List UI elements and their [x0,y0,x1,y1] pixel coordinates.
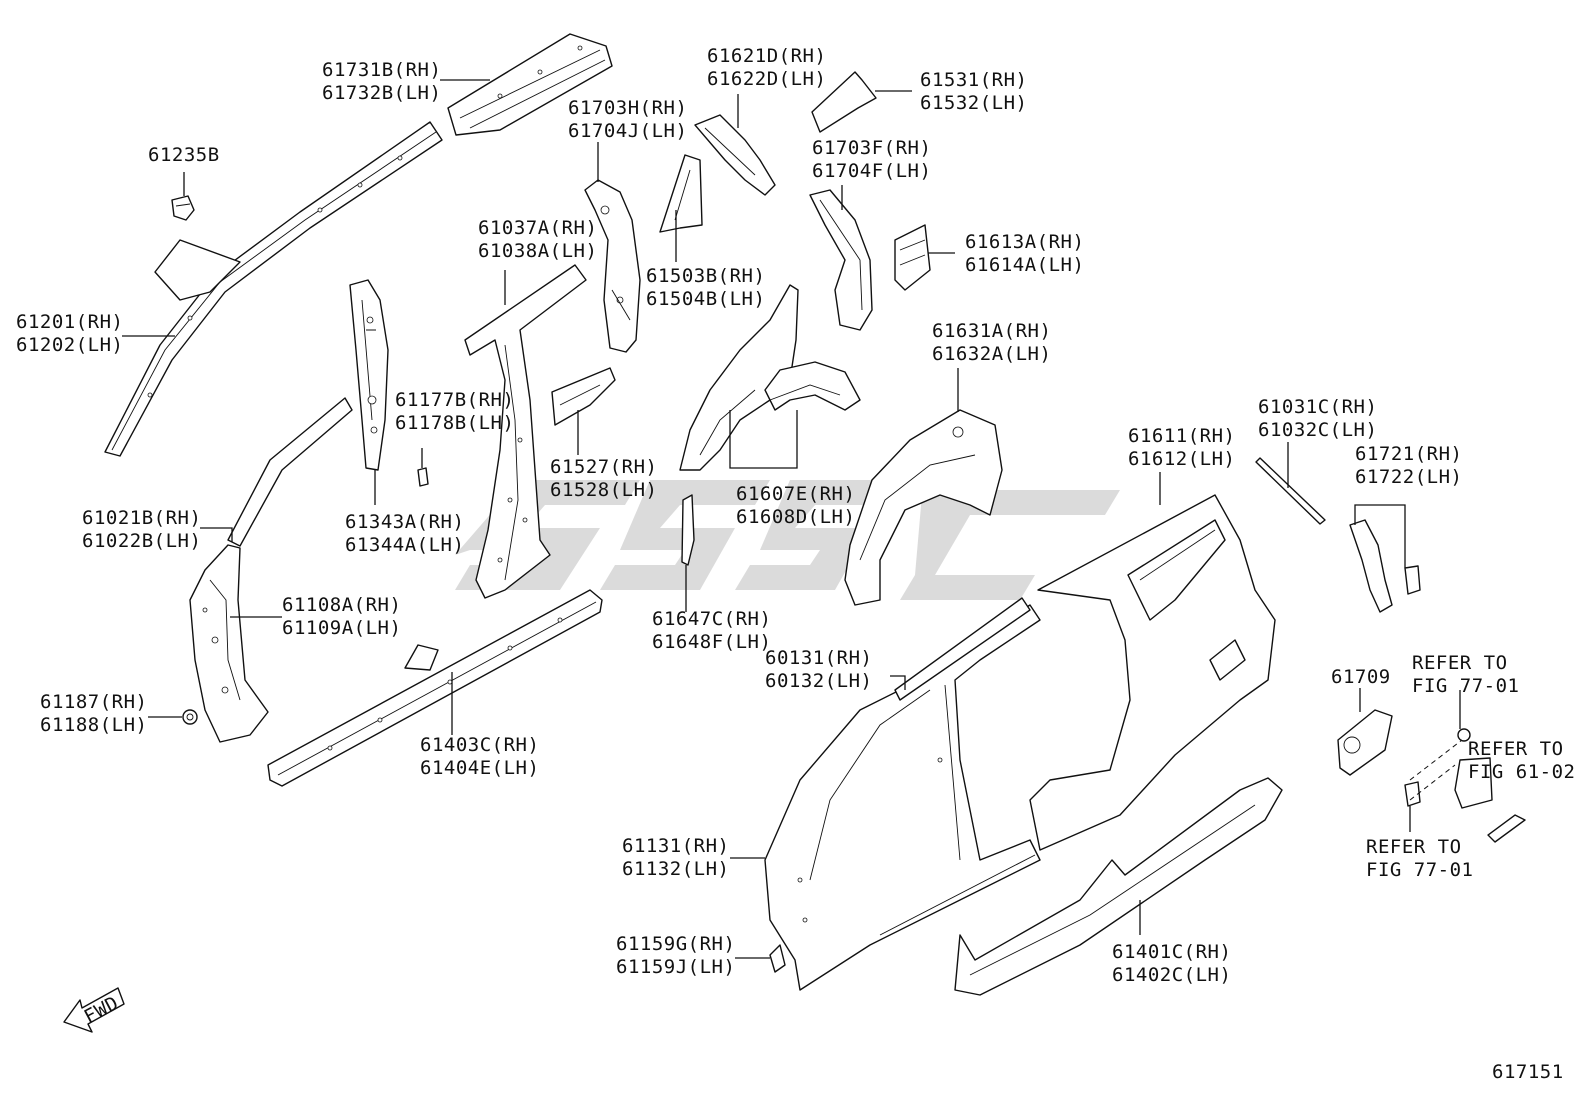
part-61709-fuel-housing [1337,709,1393,776]
label-ref3-line2: FIG 77-01 [1366,859,1473,881]
label-61503-lh: 61504B(LH) [646,288,765,310]
label-61647-lh: 61648F(LH) [652,631,771,653]
label-61177-rh: 61177B(RH) [395,389,514,411]
part-61401-rocker-outer [954,777,1283,996]
label-61703f-lh: 61704F(LH) [812,160,931,182]
part-labels: 61731B(RH) 61732B(LH) 61235B 61201(RH) 6… [16,45,1575,986]
label-60131-rh: 60131(RH) [765,647,872,669]
part-61531-gusset [811,71,877,133]
part-60131-drip-rail [894,597,1031,701]
label-61607-lh: 61608D(LH) [736,506,855,528]
part-61031-seal [1255,457,1326,525]
label-61159-lh: 61159J(LH) [616,956,735,978]
label-61611-rh: 61611(RH) [1128,425,1235,447]
label-61031-rh: 61031C(RH) [1258,396,1377,418]
part-61607-wheelhouse-inner [679,284,861,471]
label-61159-rh: 61159G(RH) [616,933,735,955]
label-61721-lh: 61722(LH) [1355,466,1462,488]
label-61703h-lh: 61704J(LH) [568,120,687,142]
label-ref1-line1: REFER TO [1412,652,1508,674]
label-61531-rh: 61531(RH) [920,69,1027,91]
part-61037-center-pillar [464,264,587,599]
label-61721-rh: 61721(RH) [1355,443,1462,465]
label-61527-lh: 61528(LH) [550,479,657,501]
label-61703h-rh: 61703H(RH) [568,97,687,119]
label-61613-lh: 61614A(LH) [965,254,1084,276]
label-61187-rh: 61187(RH) [40,691,147,713]
label-61187-lh: 61188(LH) [40,714,147,736]
fwd-arrow-icon: FWD [63,987,125,1033]
part-61631-wheelhouse-outer [844,409,1003,606]
part-61611-quarter-panel [1029,494,1276,851]
label-61631-rh: 61631A(RH) [932,320,1051,342]
part-61503-gusset [659,154,703,233]
label-61201-lh: 61202(LH) [16,334,123,356]
part-61343-pillar-reinforcement [349,279,389,471]
part-61721-bracket [1349,519,1421,613]
label-61403-rh: 61403C(RH) [420,734,539,756]
part-61703f-reinforcement [809,189,873,331]
leader-lines [122,79,1461,959]
label-61401-rh: 61401C(RH) [1112,941,1231,963]
label-61731-rh: 61731B(RH) [322,59,441,81]
label-61731-lh: 61732B(LH) [322,82,441,104]
label-61527-rh: 61527(RH) [550,456,657,478]
label-61621-lh: 61622D(LH) [707,68,826,90]
label-61201-rh: 61201(RH) [16,311,123,333]
label-61503-rh: 61503B(RH) [646,265,765,287]
label-61403-lh: 61404E(LH) [420,757,539,779]
label-ref2-line1: REFER TO [1468,738,1564,760]
part-61108-front-pillar [189,544,269,743]
figure-number: 617151 [1492,1061,1564,1083]
label-61631-lh: 61632A(LH) [932,343,1051,365]
part-61527-bracket [551,367,616,426]
label-61401-lh: 61402C(LH) [1112,964,1231,986]
part-61703h-pillar-reinforcement [584,179,641,353]
part-61177-clip [417,467,429,487]
label-61607-rh: 61607E(RH) [736,483,855,505]
label-61235: 61235B [148,144,220,166]
part-61201-roof-side-rail [104,121,443,457]
label-61647-rh: 61647C(RH) [652,608,771,630]
label-61108-lh: 61109A(LH) [282,617,401,639]
part-61235-clip [171,195,195,221]
label-61177-lh: 61178B(LH) [395,412,514,434]
label-61611-lh: 61612(LH) [1128,448,1235,470]
part-61187-grommet [182,709,198,725]
label-61531-lh: 61532(LH) [920,92,1027,114]
label-61709: 61709 [1331,666,1391,688]
part-61159-clip [769,944,786,973]
label-61108-rh: 61108A(RH) [282,594,401,616]
part-61131-side-outer-panel [764,604,1041,991]
label-61343-lh: 61344A(LH) [345,534,464,556]
label-61131-lh: 61132(LH) [622,858,729,880]
label-61621-rh: 61621D(RH) [707,45,826,67]
part-61731-roof-rail-rear [447,33,613,136]
label-ref3-line1: REFER TO [1366,836,1462,858]
label-61037-rh: 61037A(RH) [478,217,597,239]
label-61613-rh: 61613A(RH) [965,231,1084,253]
part-61621-gusset [694,114,776,196]
label-61131-rh: 61131(RH) [622,835,729,857]
part-61403-rocker-inner [267,589,603,787]
label-61037-lh: 61038A(LH) [478,240,597,262]
part-fuel-lid-assembly [1404,728,1526,843]
label-61031-lh: 61032C(LH) [1258,419,1377,441]
part-61021-inner-rail [227,397,353,547]
part-61647-lower-panel [681,494,695,566]
label-61343-rh: 61343A(RH) [345,511,464,533]
label-61021-lh: 61022B(LH) [82,530,201,552]
label-61703f-rh: 61703F(RH) [812,137,931,159]
label-60131-lh: 60132(LH) [765,670,872,692]
label-61021-rh: 61021B(RH) [82,507,201,529]
label-ref2-line2: FIG 61-02 [1468,761,1575,783]
label-ref1-line2: FIG 77-01 [1412,675,1519,697]
part-61613-bracket [894,224,931,291]
